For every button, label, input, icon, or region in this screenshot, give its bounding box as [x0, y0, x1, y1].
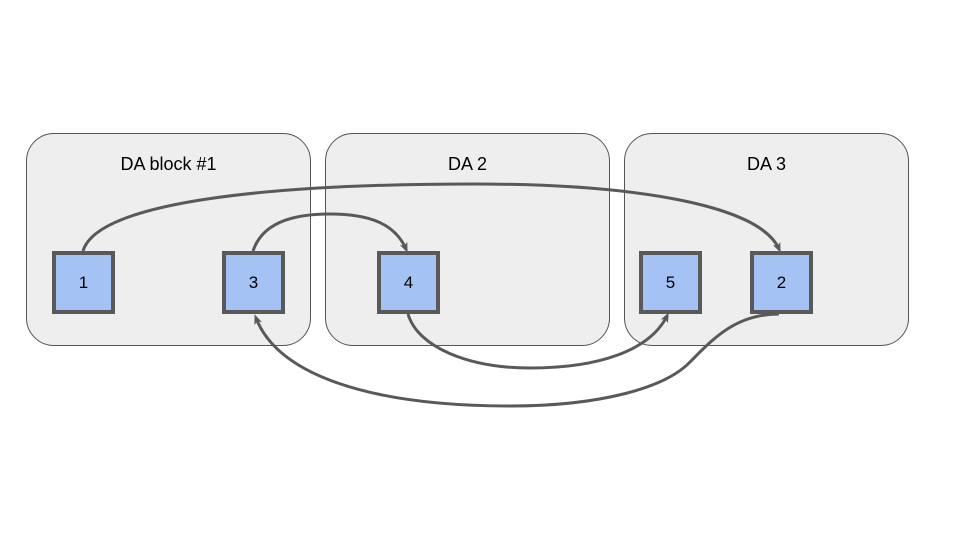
node-4-label: 4 [403, 272, 414, 292]
node-4: 4 [377, 251, 440, 314]
da-block-1: DA block #1 [26, 133, 311, 346]
da-block-2-title: DA 2 [447, 154, 488, 174]
node-3: 3 [222, 251, 285, 314]
da-block-1-title: DA block #1 [120, 154, 217, 174]
node-1-label: 1 [78, 272, 89, 292]
da-block-2: DA 2 [325, 133, 610, 346]
node-3-label: 3 [248, 272, 259, 292]
node-5: 5 [639, 251, 702, 314]
node-2-label: 2 [776, 272, 787, 292]
da-block-3: DA 3 [624, 133, 909, 346]
node-5-label: 5 [665, 272, 676, 292]
da-block-3-title: DA 3 [746, 154, 787, 174]
node-2: 2 [750, 251, 813, 314]
node-1: 1 [52, 251, 115, 314]
